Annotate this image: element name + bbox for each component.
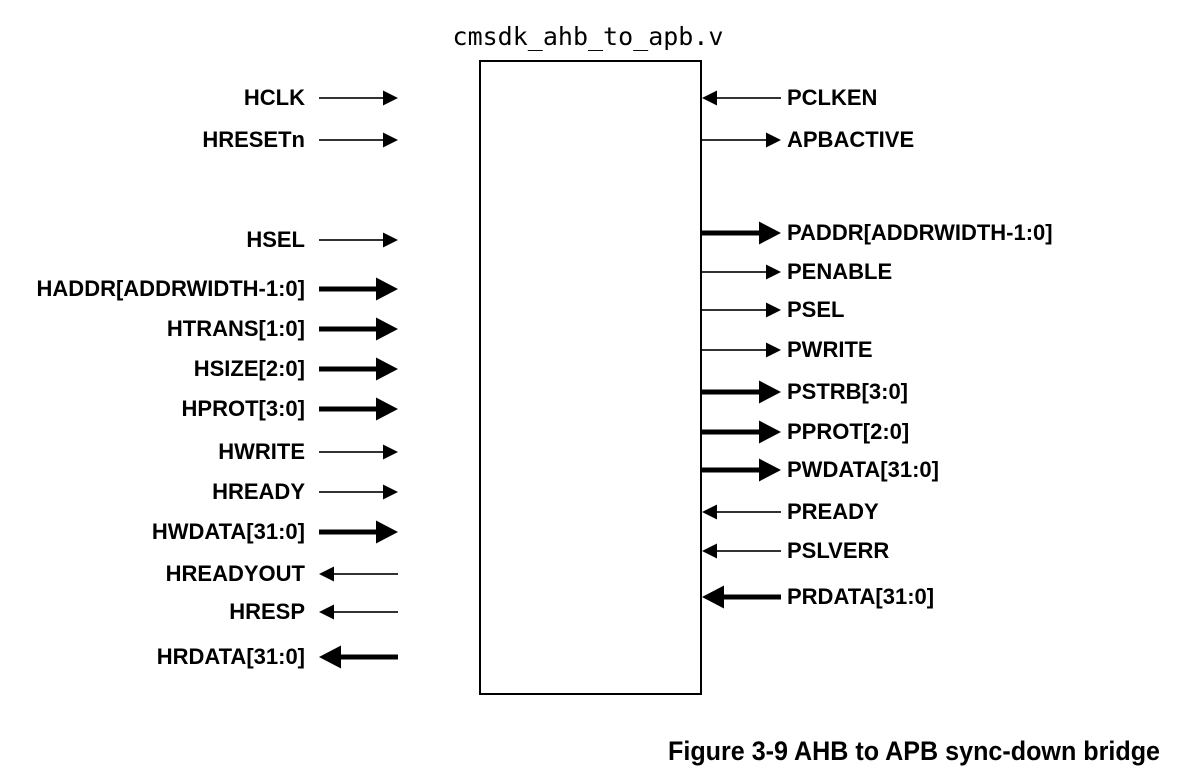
signal-hsize20: HSIZE[2:0] bbox=[194, 354, 398, 384]
signal-hrdata310: HRDATA[31:0] bbox=[157, 642, 398, 672]
arrow-out-single-icon bbox=[702, 295, 781, 325]
signal-label: HRESP bbox=[229, 599, 305, 624]
signal-hresp: HRESP bbox=[229, 597, 398, 627]
arrow-in-single-icon bbox=[319, 225, 398, 255]
arrow-out-bus-icon bbox=[702, 377, 781, 407]
arrow-out-bus-icon bbox=[319, 642, 398, 672]
arrow-out-single-icon bbox=[702, 257, 781, 287]
arrow-out-single-icon bbox=[702, 335, 781, 365]
signal-psel: PSEL bbox=[702, 295, 844, 325]
arrow-in-bus-icon bbox=[319, 394, 398, 424]
signal-label: PENABLE bbox=[787, 259, 893, 284]
signal-label: PSEL bbox=[787, 297, 845, 322]
signal-label: PSLVERR bbox=[787, 538, 890, 563]
figure-caption: Figure 3-9 AHB to APB sync-down bridge bbox=[668, 736, 1160, 766]
signal-hwrite: HWRITE bbox=[218, 437, 398, 467]
arrow-out-single-icon bbox=[319, 597, 398, 627]
signal-label: PRDATA[31:0] bbox=[787, 584, 935, 609]
signal-label: HPROT[3:0] bbox=[181, 396, 305, 421]
arrow-in-single-icon bbox=[319, 477, 398, 507]
arrow-in-single-icon bbox=[319, 125, 398, 155]
module-block-rectangle bbox=[479, 60, 702, 695]
signal-label: PCLKEN bbox=[787, 85, 878, 110]
signal-label: HREADYOUT bbox=[165, 561, 305, 586]
arrow-out-bus-icon bbox=[702, 417, 781, 447]
signal-label: HWDATA[31:0] bbox=[151, 519, 305, 544]
signal-label: PWDATA[31:0] bbox=[787, 457, 939, 482]
signal-label: HSEL bbox=[246, 227, 305, 252]
signal-label: HRESETn bbox=[202, 127, 305, 152]
signal-label: HRDATA[31:0] bbox=[156, 644, 305, 669]
signal-label: PREADY bbox=[787, 499, 879, 524]
arrow-in-single-icon bbox=[702, 497, 781, 527]
arrow-in-bus-icon bbox=[319, 314, 398, 344]
signal-pprot20: PPROT[2:0] bbox=[702, 417, 909, 447]
arrow-in-bus-icon bbox=[319, 354, 398, 384]
signal-prdata310: PRDATA[31:0] bbox=[702, 582, 934, 612]
signal-pstrb30: PSTRB[3:0] bbox=[702, 377, 908, 407]
signal-label: HCLK bbox=[243, 85, 305, 110]
arrow-in-single-icon bbox=[702, 83, 781, 113]
arrow-in-single-icon bbox=[319, 83, 398, 113]
signal-paddraddrwidth-10: PADDR[ADDRWIDTH-1:0] bbox=[702, 218, 1053, 248]
signal-hprot30: HPROT[3:0] bbox=[182, 394, 398, 424]
arrow-out-single-icon bbox=[702, 125, 781, 155]
signal-label: PSTRB[3:0] bbox=[787, 379, 909, 404]
signal-hresetn: HRESETn bbox=[202, 125, 398, 155]
signal-hsel: HSEL bbox=[246, 225, 398, 255]
arrow-in-bus-icon bbox=[702, 582, 781, 612]
signal-pwrite: PWRITE bbox=[702, 335, 873, 365]
arrow-in-bus-icon bbox=[319, 517, 398, 547]
signal-label: HADDR[ADDRWIDTH-1:0] bbox=[36, 276, 305, 301]
signal-label: PWRITE bbox=[787, 337, 873, 362]
signal-apbactive: APBACTIVE bbox=[702, 125, 914, 155]
signal-pclken: PCLKEN bbox=[702, 83, 877, 113]
signal-pwdata310: PWDATA[31:0] bbox=[702, 455, 939, 485]
arrow-out-bus-icon bbox=[702, 218, 781, 248]
arrow-in-bus-icon bbox=[319, 274, 398, 304]
signal-label: HSIZE[2:0] bbox=[193, 356, 305, 381]
signal-label: HREADY bbox=[212, 479, 305, 504]
signal-label: HWRITE bbox=[218, 439, 305, 464]
signal-label: PADDR[ADDRWIDTH-1:0] bbox=[787, 220, 1053, 245]
module-title: cmsdk_ahb_to_apb.v bbox=[452, 22, 724, 51]
signal-label: PPROT[2:0] bbox=[787, 419, 910, 444]
signal-label: HTRANS[1:0] bbox=[166, 316, 305, 341]
signal-pslverr: PSLVERR bbox=[702, 536, 889, 566]
arrow-out-single-icon bbox=[319, 559, 398, 589]
arrow-in-single-icon bbox=[702, 536, 781, 566]
signal-label: APBACTIVE bbox=[787, 127, 915, 152]
signal-pready: PREADY bbox=[702, 497, 879, 527]
signal-penable: PENABLE bbox=[702, 257, 892, 287]
signal-hclk: HCLK bbox=[244, 83, 398, 113]
signal-hwdata310: HWDATA[31:0] bbox=[152, 517, 398, 547]
signal-hreadyout: HREADYOUT bbox=[166, 559, 398, 589]
arrow-out-bus-icon bbox=[702, 455, 781, 485]
arrow-in-single-icon bbox=[319, 437, 398, 467]
signal-hready: HREADY bbox=[212, 477, 398, 507]
signal-htrans10: HTRANS[1:0] bbox=[167, 314, 398, 344]
signal-haddraddrwidth-10: HADDR[ADDRWIDTH-1:0] bbox=[37, 274, 398, 304]
